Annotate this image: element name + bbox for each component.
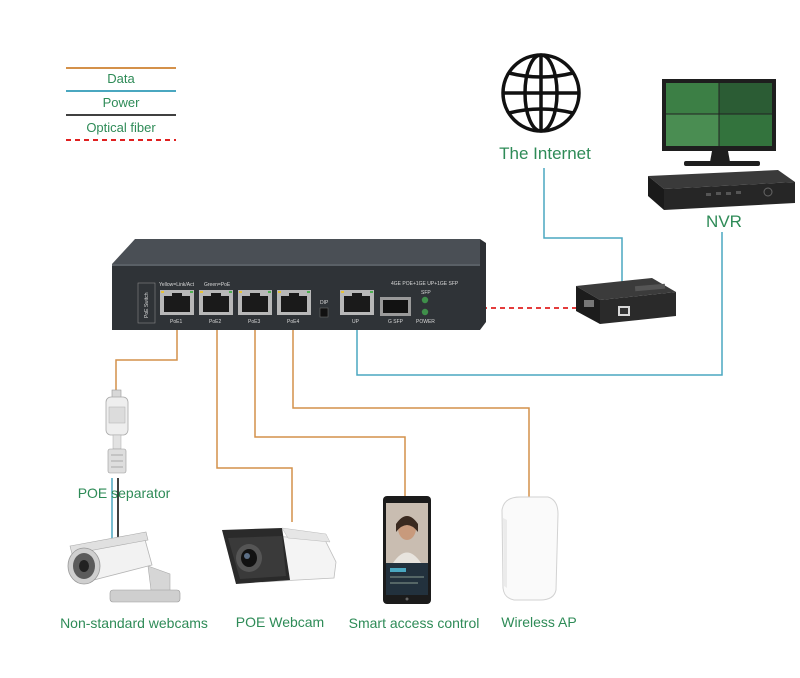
poe-separator-label: POE separator — [78, 485, 171, 501]
globe-icon — [501, 53, 581, 133]
nvr-link — [356, 232, 723, 376]
port4-label: PoE4 — [287, 319, 299, 325]
poe-webcam-icon — [222, 527, 337, 584]
port3-label: PoE3 — [248, 319, 260, 325]
monitor-icon — [662, 79, 776, 166]
internet-label: The Internet — [499, 144, 591, 163]
poe-switch: PoE Switch Yellow=Link/Act Green=PoE 4GE… — [112, 239, 486, 330]
legend: Data Power Optical fiber — [66, 67, 176, 141]
power-led — [421, 308, 429, 316]
switch-model: 4GE POE+1GE UP+1GE SFP — [391, 281, 459, 287]
internet-link — [543, 168, 623, 285]
wireless-ap-icon — [501, 496, 559, 601]
switch-top — [112, 239, 480, 264]
nvr-device-icon — [648, 170, 795, 210]
poe-webcam-label: POE Webcam — [236, 614, 324, 630]
power-label: POWER — [416, 319, 435, 325]
sfp-led — [421, 296, 429, 304]
sfp-port[interactable] — [380, 297, 411, 316]
legend-data-label: Data — [107, 71, 135, 86]
poe-port-2[interactable] — [199, 290, 233, 315]
sfp-bottom-label: G SFP — [388, 319, 404, 325]
poe-port-1[interactable] — [160, 290, 194, 315]
led-legend-poe: Green=PoE — [204, 282, 231, 288]
sfp-top-label: SFP — [421, 290, 431, 296]
poe3-link — [254, 318, 406, 496]
poe-separator-icon — [105, 389, 129, 474]
wireless-ap-label: Wireless AP — [501, 614, 576, 630]
port2-label: PoE2 — [209, 319, 221, 325]
dip-label: DIP — [320, 300, 329, 306]
uplink-port[interactable] — [340, 290, 374, 315]
poe4-link — [292, 318, 530, 497]
connections — [111, 168, 723, 545]
smart-access-control-label: Smart access control — [349, 615, 480, 631]
poe-port-3[interactable] — [238, 290, 272, 315]
dip-switch[interactable] — [319, 307, 329, 318]
bullet-camera-icon — [67, 531, 181, 603]
poe-port-4[interactable] — [277, 290, 311, 315]
uplink-label: UP — [352, 319, 360, 325]
switch-right-side — [480, 239, 486, 330]
access-control-icon — [383, 496, 431, 604]
nvr-label: NVR — [706, 212, 742, 231]
poe1-link — [115, 318, 178, 390]
switch-side-label: PoE Switch — [144, 292, 150, 318]
legend-fiber-label: Optical fiber — [86, 120, 156, 135]
port1-label: PoE1 — [170, 319, 182, 325]
media-converter-icon — [576, 278, 676, 324]
legend-power-label: Power — [103, 95, 141, 110]
led-legend-link: Yellow=Link/Act — [159, 282, 195, 288]
poe2-link — [216, 318, 293, 522]
nonstandard-webcams-label: Non-standard webcams — [60, 615, 208, 631]
